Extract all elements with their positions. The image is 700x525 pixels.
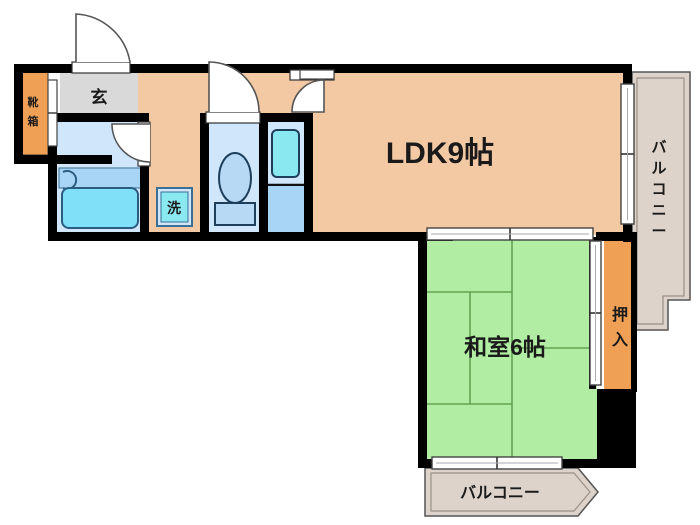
- washitsu-fusuma[interactable]: [426, 227, 594, 241]
- toilet-fixture: [214, 152, 256, 226]
- wall-left-entrance: [14, 64, 23, 164]
- closet-fusuma[interactable]: [589, 240, 602, 386]
- washitsu-label: 和室6帖: [464, 334, 546, 360]
- entrance-door-swing-arc: [75, 13, 131, 63]
- balcony-east-slab: [631, 71, 691, 331]
- toilet-door[interactable]: [205, 61, 261, 124]
- wall-bath-top: [48, 113, 148, 122]
- wall-toilet-left: [200, 113, 209, 241]
- ldk-balcony-window[interactable]: [620, 83, 635, 225]
- washer-space-fixture: 洗: [156, 187, 193, 227]
- tatami-mat-joints: [427, 237, 597, 459]
- wall-bath-left: [48, 113, 57, 241]
- kitchen-counter-lower: [266, 186, 304, 232]
- balcony-south: バルコニー: [424, 467, 599, 517]
- closet-rect: [604, 237, 636, 389]
- washitsu-balcony-window[interactable]: [431, 456, 563, 470]
- balcony-south-inner-line: [430, 472, 591, 512]
- washer-label: 洗: [167, 200, 181, 216]
- wall-closet-right: [631, 232, 637, 392]
- entrance-door[interactable]: [71, 13, 131, 74]
- bathtub-fixture: [61, 187, 139, 229]
- wall-kitchen-right: [304, 113, 313, 241]
- kitchen-sink-fixture: [271, 129, 300, 178]
- entrance-door-threshold: [71, 61, 131, 74]
- wall-washitsu-left: [418, 232, 427, 468]
- closet-label-1: 押: [612, 305, 628, 324]
- shoebox-label-1: 靴: [28, 95, 39, 109]
- balcony-south-label: バルコニー: [460, 484, 540, 502]
- shoebox-label-2: 箱: [28, 114, 39, 128]
- wall-top-right: [334, 64, 632, 73]
- toilet-door-threshold: [205, 111, 261, 124]
- wall-entrance-bottom: [14, 155, 112, 164]
- bathroom-door[interactable]: [111, 121, 151, 167]
- wall-top-left: [14, 64, 334, 73]
- shoebox-door[interactable]: [47, 79, 58, 147]
- genkan-label: 玄: [91, 87, 108, 107]
- closet-label-2: 入: [612, 331, 628, 349]
- wall-closet-top: [596, 232, 636, 241]
- wall-toilet-right: [259, 113, 268, 241]
- vanity-sink-fixture: [58, 167, 142, 190]
- genkan-floor: [60, 72, 138, 120]
- ldk-hall-door[interactable]: [289, 69, 335, 113]
- ldk-hall-door-panel: [299, 69, 335, 80]
- wall-upper-bottom: [48, 232, 453, 241]
- wall-kitchen-top: [268, 113, 313, 122]
- ldk-label: LDK9帖: [386, 137, 494, 170]
- wall-ldk-right-top: [623, 64, 632, 86]
- wall-bath-right: [140, 113, 149, 241]
- wall-washitsu-right-lower: [597, 389, 636, 468]
- toilet-door-swing-arc: [208, 61, 260, 113]
- ldk-hall-door-swing-arc: [291, 79, 325, 113]
- balcony-east: バルコニー: [631, 71, 691, 331]
- balcony-east-label: バルコニー: [651, 139, 666, 240]
- bathroom-door-swing-arc: [111, 123, 151, 163]
